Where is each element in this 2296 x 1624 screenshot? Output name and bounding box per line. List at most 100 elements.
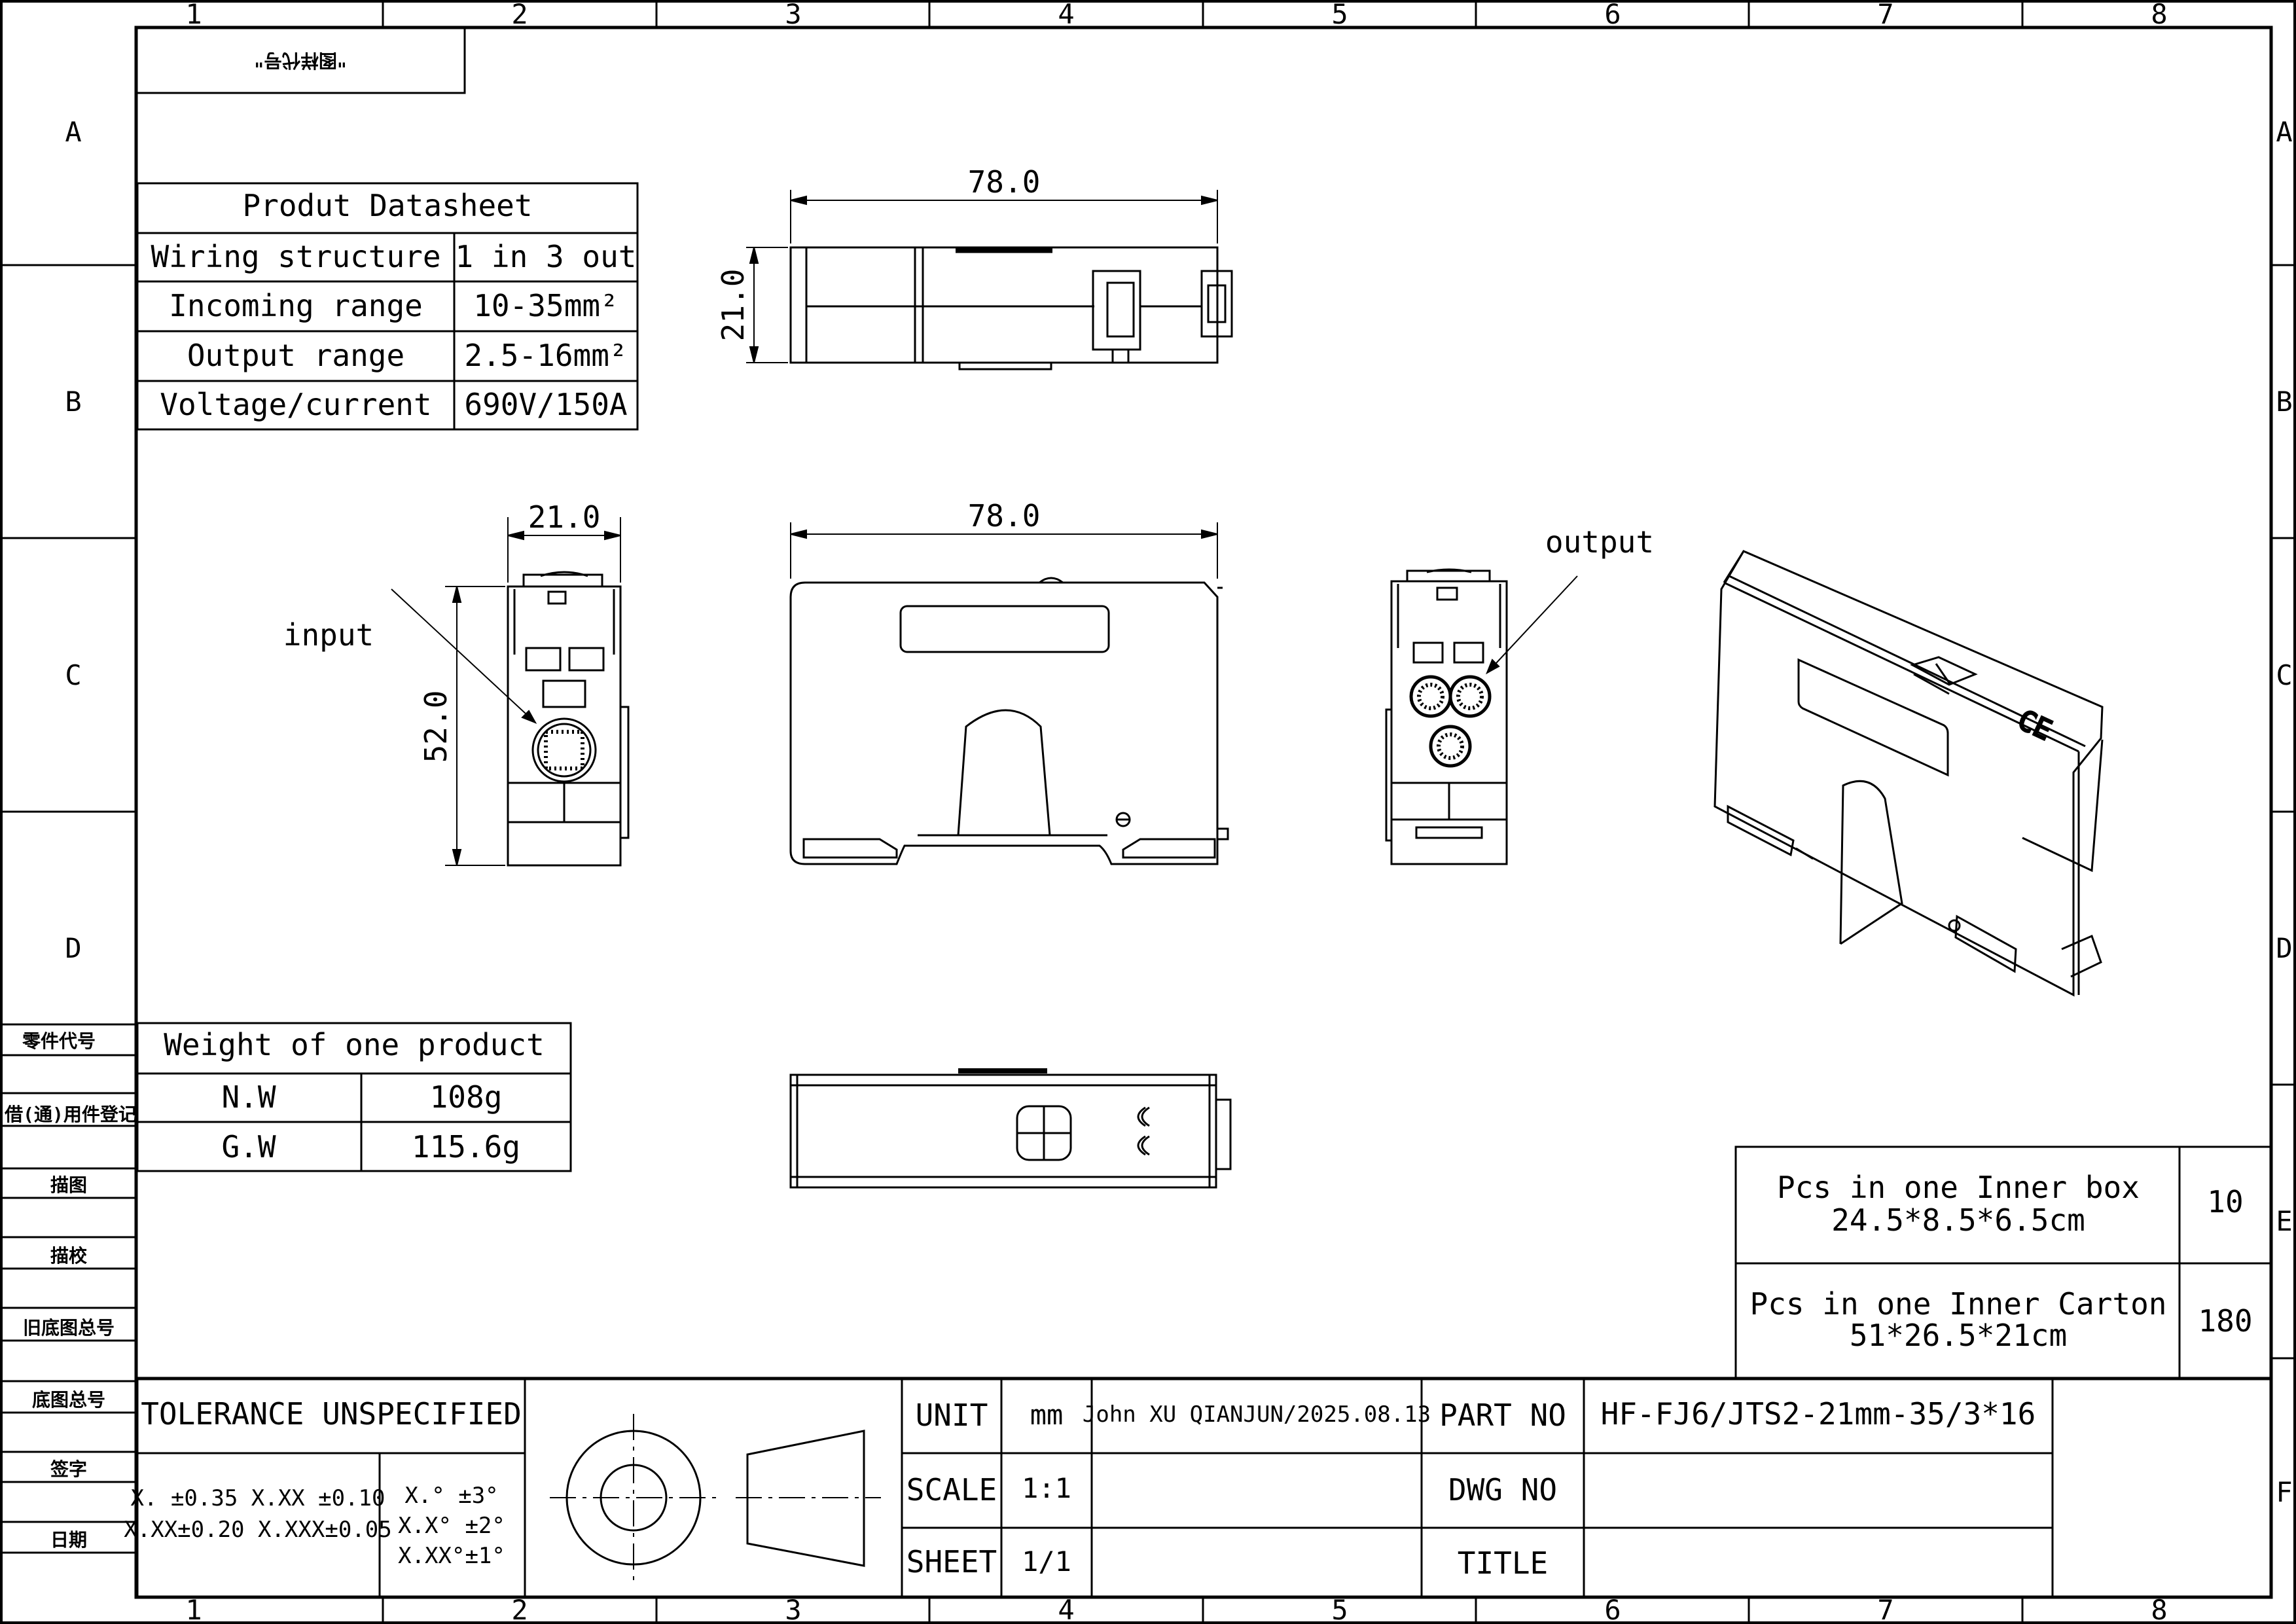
datasheet-table: Produt Datasheet Wiring structure 1 in 3… (136, 182, 639, 431)
part-no-label: PART NO (1439, 1398, 1566, 1433)
packing-table: Pcs in one Inner box 24.5*8.5*6.5cm 10 P… (1734, 1146, 2272, 1380)
ce-mark: CE (2013, 704, 2057, 747)
row-label: A (65, 116, 81, 148)
strip-label: 零件代号 (22, 1030, 96, 1052)
col-label: 2 (511, 0, 528, 30)
callout-output: output (1545, 524, 1654, 560)
tol-linear: X. ±0.35 X.XX ±0.10 (131, 1485, 386, 1511)
scale-label: SCALE (906, 1472, 997, 1507)
packing-qty: 10 (2207, 1184, 2243, 1219)
isometric-view: CE (1713, 550, 2104, 997)
callout-input: input (283, 617, 374, 653)
strip-label: 描图 (50, 1174, 87, 1196)
col-label: 5 (1331, 0, 1348, 30)
weight-value: 115.6g (412, 1129, 520, 1164)
row-label: F (2276, 1476, 2292, 1508)
col-label: 1 (185, 1594, 202, 1624)
dim-side-width: 21.0 (528, 499, 601, 535)
top-view (789, 246, 1233, 370)
col-label: 7 (1877, 0, 1893, 30)
weight-label: N.W (221, 1079, 276, 1115)
packing-line1: Pcs in one Inner box (1777, 1170, 2140, 1205)
weight-table: Weight of one product N.W 108g G.W 115.6… (136, 1022, 572, 1172)
dim-side-height: 52.0 (418, 691, 454, 763)
row-label: D (2276, 932, 2292, 964)
corner-stamp: "图样代号" (135, 26, 466, 94)
datasheet-value: 1 in 3 out (456, 239, 637, 274)
packing-qty: 180 (2198, 1303, 2252, 1339)
output-callout-leader (1486, 575, 1578, 675)
col-label: 1 (185, 0, 202, 30)
col-label: 4 (1058, 0, 1074, 30)
row-label: B (65, 386, 81, 418)
input-side-view (507, 571, 630, 867)
projection-symbol (550, 1414, 881, 1581)
datasheet-title: Produt Datasheet (242, 188, 532, 223)
dwg-no-label: DWG NO (1448, 1472, 1557, 1507)
col-label: 4 (1058, 1594, 1074, 1624)
datasheet-label: Voltage/current (160, 387, 431, 422)
datasheet-value: 690V/150A (464, 387, 627, 422)
title-block-text: TOLERANCE UNSPECIFIED X. ±0.35 X.XX ±0.1… (124, 1396, 2036, 1581)
datasheet-value: 2.5-16mm² (464, 338, 627, 373)
scale-value: 1:1 (1022, 1472, 1071, 1504)
row-label: E (2276, 1205, 2292, 1237)
strip-label: 底图总号 (32, 1389, 105, 1411)
title-label: TITLE (1458, 1545, 1548, 1581)
col-label: 3 (785, 1594, 801, 1624)
unit-value: mm (1030, 1399, 1064, 1431)
datasheet-label: Wiring structure (151, 239, 440, 274)
col-label: 8 (2151, 1594, 2167, 1624)
row-label: B (2276, 386, 2292, 418)
tolerance-title: TOLERANCE UNSPECIFIED (141, 1396, 522, 1432)
col-label: 6 (1604, 1594, 1621, 1624)
column-labels: 1 2 3 4 5 6 7 8 1 2 3 4 5 6 7 8 (185, 0, 2167, 1624)
unit-label: UNIT (916, 1398, 988, 1433)
packing-line2: 24.5*8.5*6.5cm (1831, 1202, 2085, 1238)
tol-angle: X.XX°±1° (398, 1543, 505, 1569)
packing-line2: 51*26.5*21cm (1850, 1318, 2067, 1353)
front-dims (790, 522, 1218, 579)
author-date: John XU QIANJUN/2025.08.13 (1083, 1401, 1431, 1428)
datasheet-label: Output range (187, 338, 404, 373)
row-labels: A B C D A B C D E F (65, 116, 2292, 1508)
corner-stamp-text: "图样代号" (254, 50, 346, 71)
tol-linear: X.XX±0.20 X.XXX±0.05 (124, 1517, 391, 1543)
weight-label: G.W (221, 1129, 276, 1164)
tol-angle: X.X° ±2° (398, 1513, 505, 1539)
row-label: A (2276, 116, 2292, 148)
sheet-label: SHEET (906, 1544, 997, 1579)
output-side-view (1385, 568, 1508, 865)
dim-top-width: 78.0 (968, 164, 1041, 200)
col-label: 2 (511, 1594, 528, 1624)
col-label: 7 (1877, 1594, 1893, 1624)
dim-top-height: 21.0 (715, 269, 751, 342)
weight-title: Weight of one product (164, 1027, 545, 1062)
strip-label: 借(通)用件登记 (4, 1104, 137, 1125)
datasheet-label: Incoming range (169, 288, 423, 323)
top-dims (746, 190, 1218, 363)
col-label: 8 (2151, 0, 2167, 30)
strip-label: 日期 (50, 1529, 87, 1551)
sheet-value: 1/1 (1022, 1545, 1071, 1578)
dim-front-width: 78.0 (968, 498, 1041, 533)
packing-line1: Pcs in one Inner Carton (1750, 1286, 2167, 1322)
bottom-view (789, 1068, 1232, 1189)
datasheet-value: 10-35mm² (473, 288, 619, 323)
input-side-dims (391, 517, 621, 866)
strip-label: 描校 (50, 1245, 88, 1267)
tol-angle: X.° ±3° (404, 1483, 498, 1509)
col-label: 3 (785, 0, 801, 30)
row-label: C (2276, 659, 2292, 691)
row-label: C (65, 659, 81, 691)
part-no-value: HF-FJ6/JTS2-21mm-35/3*16 (1601, 1396, 2036, 1432)
strip-label: 旧底图总号 (23, 1317, 115, 1339)
weight-value: 108g (430, 1079, 503, 1115)
left-strip: 零件代号 借(通)用件登记 描图 描校 旧底图总号 底图总号 签字 日期 (1, 1023, 137, 1554)
col-label: 6 (1604, 0, 1621, 30)
row-label: D (65, 932, 81, 964)
front-view (789, 577, 1229, 865)
col-label: 5 (1331, 1594, 1348, 1624)
